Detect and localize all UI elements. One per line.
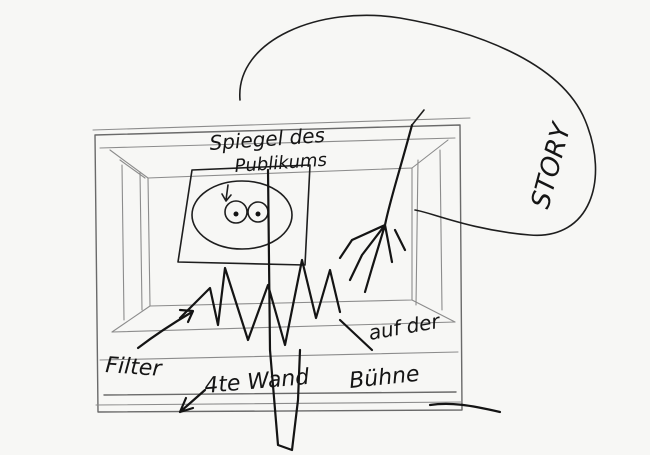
filter-label: Filter (105, 353, 165, 382)
